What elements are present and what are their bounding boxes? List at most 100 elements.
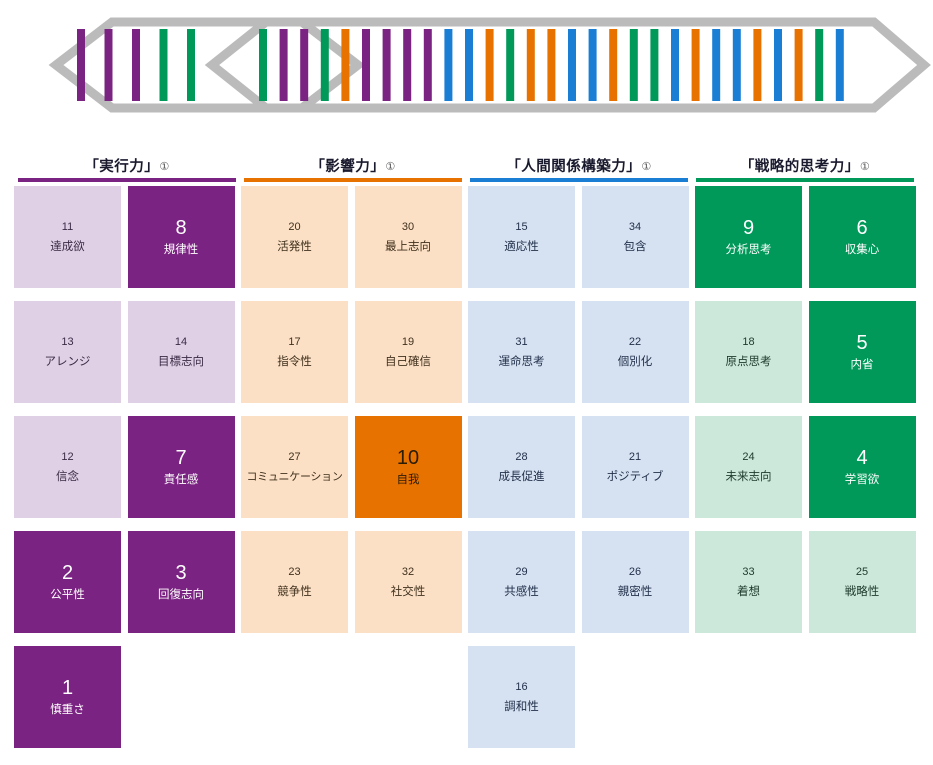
banner-bar — [753, 29, 762, 101]
strength-name: ポジティブ — [606, 470, 664, 483]
banner-bar — [671, 29, 679, 101]
strength-rank: 31 — [515, 335, 528, 348]
strength-rank: 11 — [61, 220, 74, 233]
strength-rank: 21 — [628, 450, 642, 463]
right-chevron-outline — [204, 17, 931, 113]
strength-cell[interactable]: 4 学習欲 — [808, 416, 916, 518]
domain-mark-strategic: ① — [859, 161, 871, 173]
strengths-cell-slot: 4 学習欲 — [808, 416, 923, 531]
strength-name: 学習欲 — [844, 474, 880, 486]
banner-bar — [259, 29, 267, 101]
banner-bar — [774, 29, 782, 101]
domain-header-strategic: 「戦略的思考力」① — [692, 152, 918, 182]
domain-rule-influencing — [244, 178, 462, 182]
strength-rank: 27 — [288, 450, 301, 463]
banner-bar — [815, 29, 824, 101]
domain-header-influencing: 「影響力」① — [240, 152, 466, 182]
domain-headers: 「実行力」① 「影響力」① 「人間関係構築力」① 「戦略的思考力」① — [14, 152, 919, 182]
strength-name: 社交性 — [390, 585, 426, 598]
strengths-cell-slot: 31 運命思考 — [468, 301, 582, 416]
banner-bar — [712, 29, 721, 101]
strength-cell-empty — [809, 646, 916, 748]
strength-name: 目標志向 — [158, 355, 204, 368]
strength-cell[interactable]: 31 運命思考 — [468, 301, 575, 403]
strength-name: 回復志向 — [158, 589, 204, 601]
banner-bar — [104, 29, 113, 101]
strength-rank: 19 — [401, 335, 415, 348]
strength-rank: 17 — [288, 335, 301, 348]
domain-title-influencing: 「影響力」① — [310, 159, 396, 175]
strength-name: 原点思考 — [725, 355, 772, 368]
strengths-cell-slot — [355, 646, 469, 761]
strength-name: 共感性 — [504, 585, 539, 598]
strength-cell-empty — [241, 646, 348, 748]
banner-bar — [362, 29, 370, 101]
strengths-cell-slot: 21 ポジティブ — [581, 416, 696, 531]
strength-name: 公平性 — [50, 589, 85, 601]
strength-name: 調和性 — [504, 700, 539, 713]
domain-title-relationship: 「人間関係構築力」① — [506, 159, 652, 175]
banner-bar — [835, 29, 844, 101]
domain-title-executing: 「実行力」① — [84, 159, 170, 175]
domain-mark-executing: ① — [159, 161, 170, 173]
banner-bar — [485, 29, 494, 101]
strength-cell-empty — [355, 646, 462, 748]
strength-rank: 4 — [856, 447, 868, 469]
strength-cell-empty — [582, 646, 689, 748]
banner-bar — [187, 29, 195, 101]
strength-name: 競争性 — [277, 585, 312, 598]
strength-cell[interactable]: 21 ポジティブ — [581, 416, 689, 518]
strength-name: 個別化 — [617, 355, 653, 368]
domain-rule-executing — [18, 178, 236, 182]
banner-bar — [403, 29, 412, 101]
banner-bar — [568, 29, 576, 101]
banner-chevron-graphic — [48, 17, 931, 113]
strength-rank: 5 — [856, 332, 868, 354]
strength-name: 運命思考 — [498, 355, 545, 368]
